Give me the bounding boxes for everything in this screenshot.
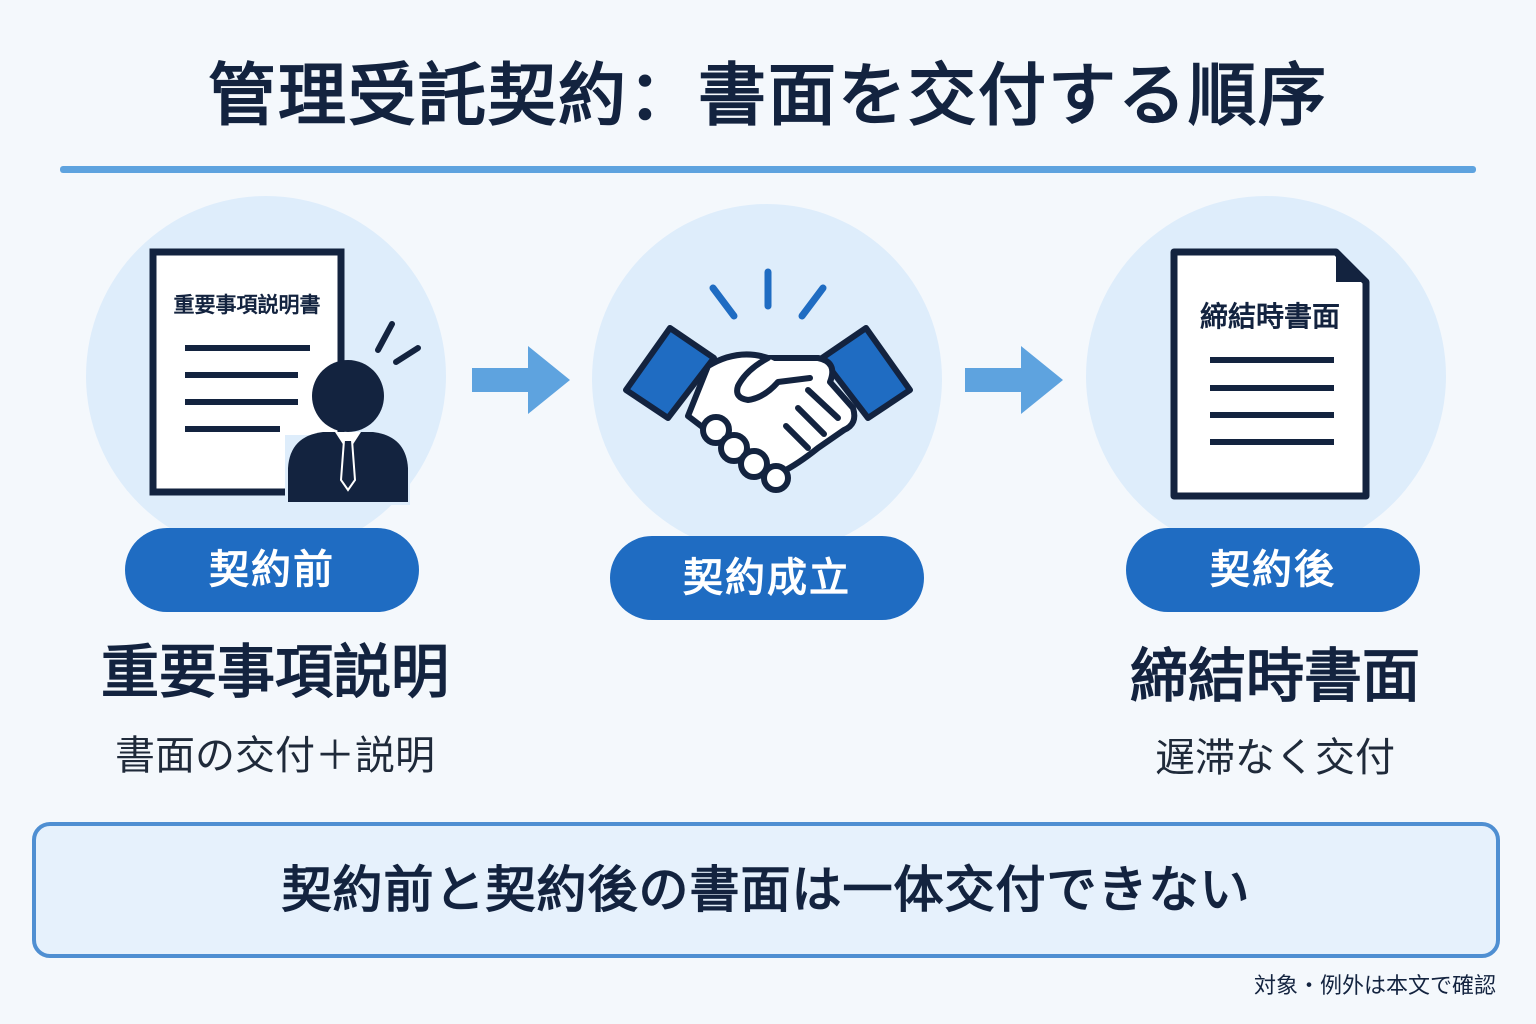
step-3-subtext: 遅滞なく交付 <box>1155 735 1395 781</box>
doc-label-conclusion: 締結時書面 <box>1200 300 1340 333</box>
step-3-badge: 契約後 <box>1126 528 1420 612</box>
handshake-icon <box>623 268 913 493</box>
step-2-badge: 契約成立 <box>610 536 924 620</box>
footnote: 対象・例外は本文で確認 <box>1253 974 1496 999</box>
step-1-subtext: 書面の交付＋説明 <box>115 733 435 779</box>
note-box: 契約前と契約後の書面は一体交付できない <box>32 822 1500 958</box>
document-icon: 締結時書面 <box>1170 248 1370 500</box>
page-title: 管理受託契約：書面を交付する順序 <box>207 57 1328 136</box>
step-1-badge: 契約前 <box>125 528 419 612</box>
step-1-heading: 重要事項説明 <box>100 638 449 706</box>
document-with-person-icon: 重要事項説明書 <box>149 248 421 505</box>
arrow-right-icon <box>472 346 570 414</box>
note-text: 契約前と契約後の書面は一体交付できない <box>281 861 1251 919</box>
step-3-heading: 締結時書面 <box>1129 642 1420 710</box>
title-divider <box>60 166 1476 173</box>
arrow-right-icon <box>965 346 1063 414</box>
doc-label-important-matters: 重要事項説明書 <box>174 293 321 317</box>
